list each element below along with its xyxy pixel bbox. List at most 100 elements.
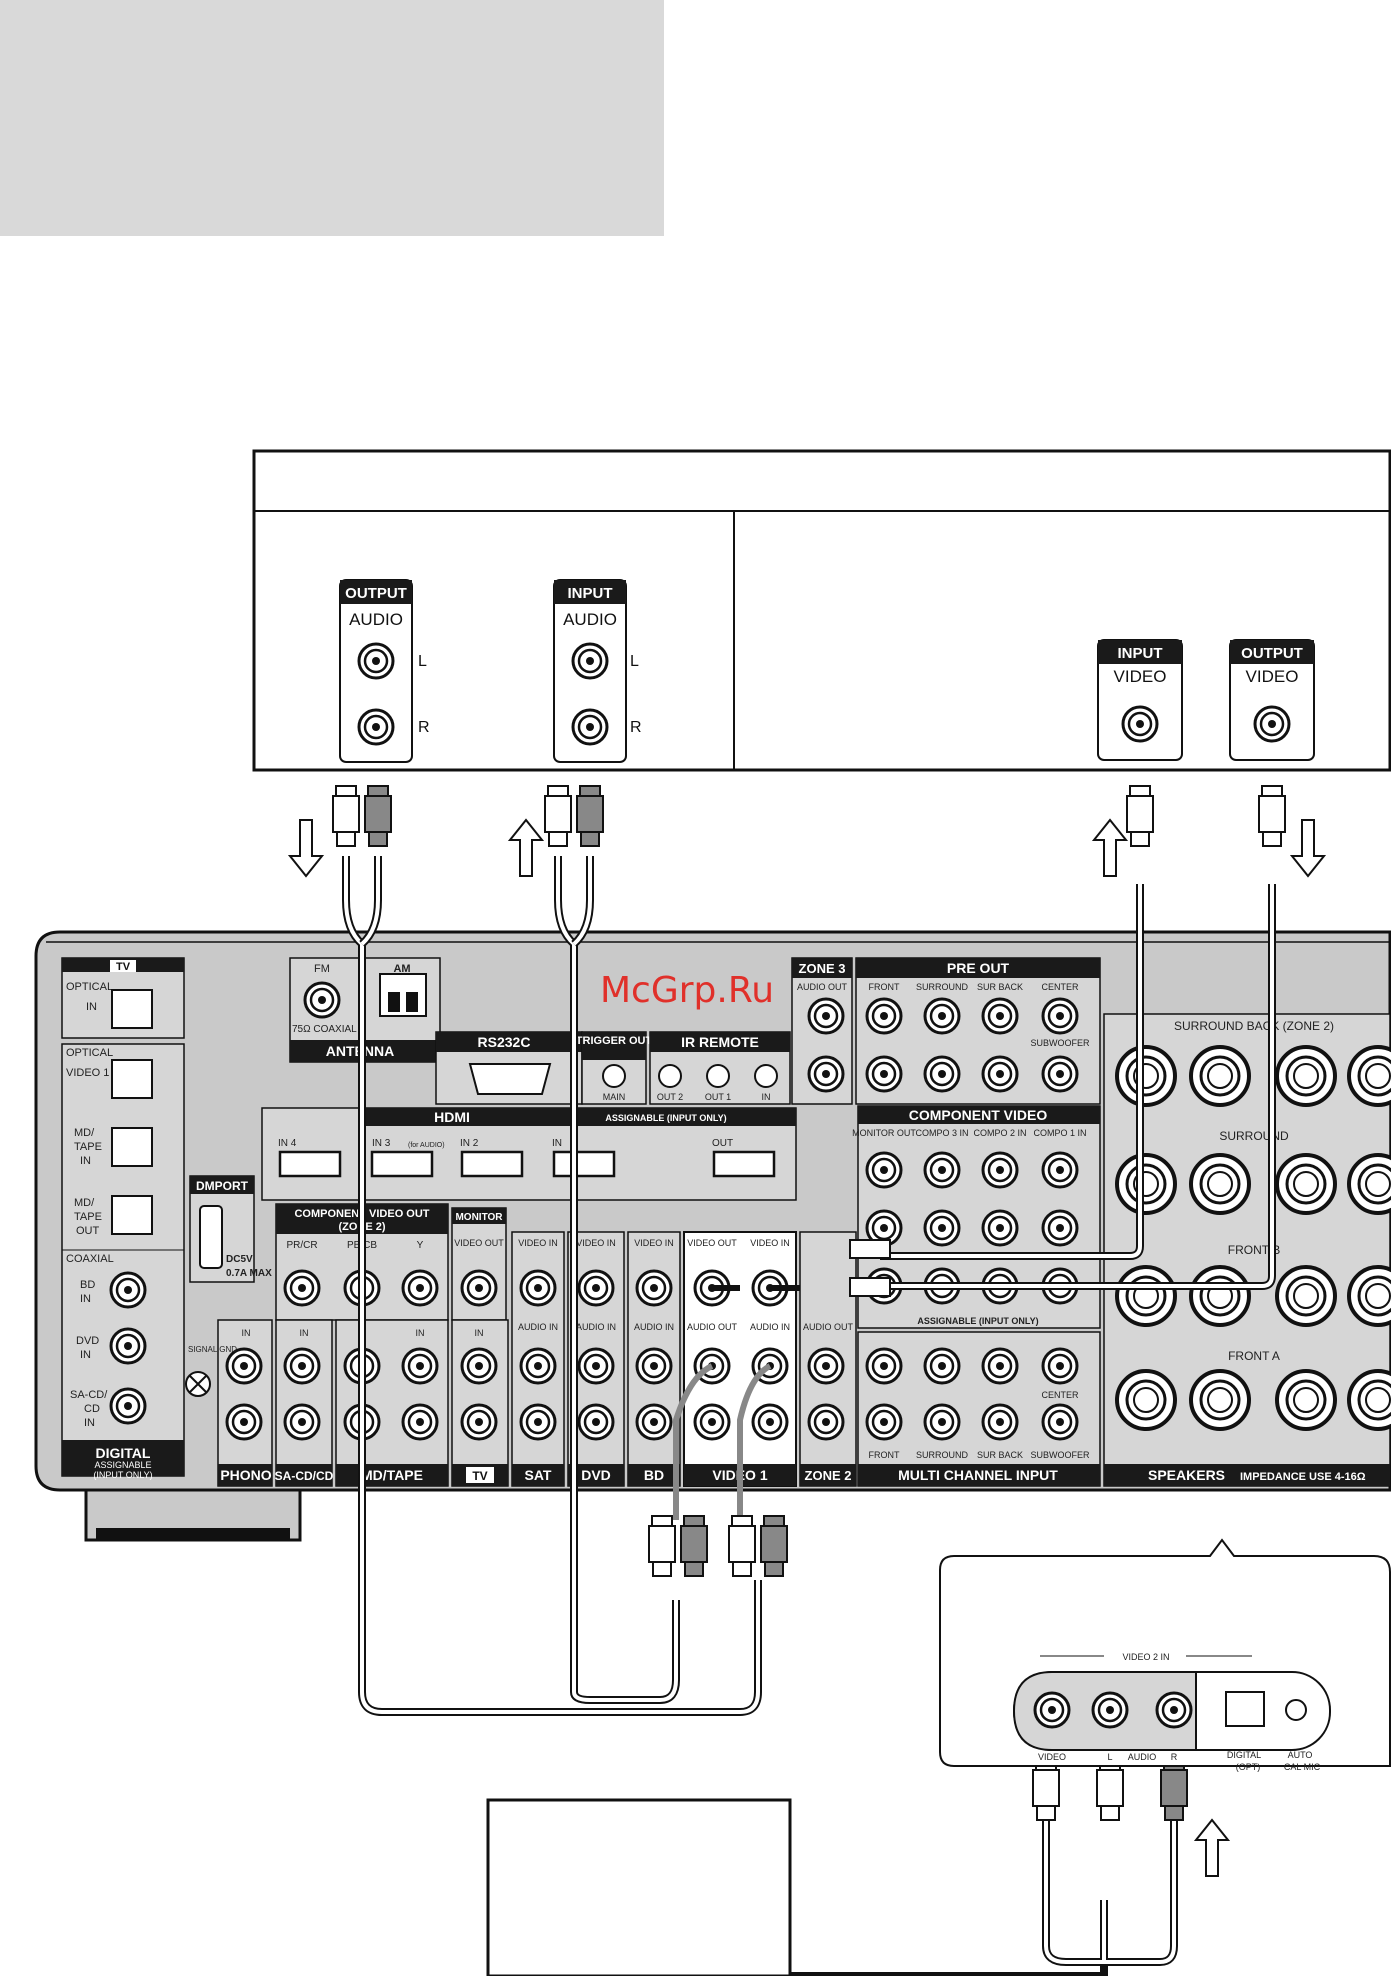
video-out-jack (1253, 705, 1291, 743)
svg-text:DC5V: DC5V (226, 1254, 253, 1265)
svg-text:PHONO: PHONO (220, 1467, 271, 1483)
svg-text:SURROUND: SURROUND (916, 982, 969, 992)
audio-in-l-jack (571, 642, 609, 680)
svg-text:MD/: MD/ (74, 1127, 95, 1139)
camcorder-box (486, 1798, 792, 1978)
svg-text:SPEAKERS: SPEAKERS (1148, 1467, 1225, 1483)
svg-text:VIDEO OUT: VIDEO OUT (687, 1238, 737, 1248)
svg-text:VIDEO: VIDEO (1038, 1752, 1066, 1762)
external-device-box (252, 449, 1391, 772)
svg-text:SURROUND: SURROUND (916, 1450, 969, 1460)
svg-text:DMPORT: DMPORT (196, 1179, 249, 1193)
svg-text:VIDEO IN: VIDEO IN (518, 1238, 558, 1248)
watermark: McGrp.Ru (600, 970, 774, 1011)
svg-text:ASSIGNABLE: ASSIGNABLE (94, 1460, 151, 1470)
svg-text:FM: FM (314, 963, 330, 975)
svg-text:AUDIO OUT: AUDIO OUT (797, 982, 848, 992)
svg-text:CAL MIC: CAL MIC (1284, 1762, 1321, 1772)
svg-text:MONITOR: MONITOR (455, 1212, 503, 1223)
svg-text:TRIGGER OUT: TRIGGER OUT (576, 1035, 653, 1047)
svg-text:SUBWOOFER: SUBWOOFER (1030, 1450, 1090, 1460)
audio-out-l-jack (357, 642, 395, 680)
svg-text:TV: TV (472, 1469, 487, 1483)
svg-text:OUTPUT: OUTPUT (1241, 645, 1303, 662)
svg-text:COMPO 1 IN: COMPO 1 IN (1033, 1128, 1086, 1138)
svg-text:AUDIO IN: AUDIO IN (576, 1322, 616, 1332)
svg-text:IN: IN (416, 1328, 425, 1338)
svg-text:OUT 2: OUT 2 (657, 1092, 683, 1102)
svg-text:RS232C: RS232C (478, 1034, 531, 1050)
svg-text:L: L (630, 653, 639, 670)
svg-text:ZONE 3: ZONE 3 (799, 961, 846, 976)
svg-text:SUR BACK: SUR BACK (977, 982, 1023, 992)
svg-text:SUBWOOFER: SUBWOOFER (1030, 1038, 1090, 1048)
front-panel-inset: VIDEO 2 IN VIDEO L AUDIO R DIGITAL (OPT)… (939, 1538, 1391, 1772)
svg-text:SA-CD/CD: SA-CD/CD (275, 1469, 334, 1483)
svg-text:FRONT: FRONT (869, 1450, 900, 1460)
svg-text:(for AUDIO): (for AUDIO) (408, 1142, 445, 1149)
svg-text:FRONT: FRONT (869, 982, 900, 992)
arrow-down-icon (287, 819, 325, 878)
svg-text:IN: IN (86, 1001, 97, 1013)
svg-text:VIDEO 2 IN: VIDEO 2 IN (1122, 1652, 1169, 1662)
svg-text:OPTICAL: OPTICAL (66, 1047, 113, 1059)
svg-text:AUDIO: AUDIO (1128, 1752, 1157, 1762)
svg-text:FRONT A: FRONT A (1228, 1349, 1280, 1363)
svg-text:CENTER: CENTER (1041, 982, 1079, 992)
svg-text:SA-CD/: SA-CD/ (70, 1389, 108, 1401)
svg-text:PR/CR: PR/CR (286, 1240, 317, 1251)
svg-text:ASSIGNABLE (INPUT ONLY): ASSIGNABLE (INPUT ONLY) (605, 1113, 726, 1123)
svg-text:OUT: OUT (76, 1225, 100, 1237)
svg-text:COMPO 2 IN: COMPO 2 IN (973, 1128, 1026, 1138)
svg-text:TAPE: TAPE (74, 1211, 102, 1223)
svg-text:AUDIO IN: AUDIO IN (634, 1322, 674, 1332)
svg-text:IN: IN (80, 1293, 91, 1305)
svg-text:INPUT: INPUT (1118, 645, 1163, 662)
svg-text:0.7A MAX: 0.7A MAX (226, 1268, 272, 1279)
svg-text:ZONE 2: ZONE 2 (805, 1468, 852, 1483)
header-gray-block (0, 0, 664, 236)
svg-text:BD: BD (80, 1279, 95, 1291)
svg-text:OUT 1: OUT 1 (705, 1092, 731, 1102)
svg-text:AUTO: AUTO (1288, 1750, 1313, 1760)
svg-text:TV: TV (116, 961, 131, 973)
svg-text:(OPT): (OPT) (1236, 1762, 1261, 1772)
svg-text:VIDEO IN: VIDEO IN (576, 1238, 616, 1248)
svg-text:SUR BACK: SUR BACK (977, 1450, 1023, 1460)
svg-text:PRE OUT: PRE OUT (947, 960, 1010, 976)
arrow-up-icon (1091, 818, 1129, 877)
svg-text:VIDEO: VIDEO (1114, 667, 1167, 686)
svg-text:MAIN: MAIN (603, 1092, 626, 1102)
arrow-up-icon (1193, 1818, 1231, 1877)
audio-input-sub: AUDIO (563, 610, 617, 629)
flow-arrows (287, 818, 1327, 1877)
svg-text:VIDEO IN: VIDEO IN (634, 1238, 674, 1248)
svg-text:CD: CD (84, 1403, 100, 1415)
svg-text:IR REMOTE: IR REMOTE (681, 1034, 759, 1050)
svg-text:IN: IN (84, 1417, 95, 1429)
svg-text:IMPEDANCE USE 4-16Ω: IMPEDANCE USE 4-16Ω (1240, 1471, 1366, 1483)
svg-text:IN: IN (552, 1138, 562, 1149)
svg-text:DVD: DVD (76, 1335, 99, 1347)
svg-text:COMPO 3 IN: COMPO 3 IN (915, 1128, 968, 1138)
svg-text:IN: IN (475, 1328, 484, 1338)
svg-text:COMPONENT VIDEO: COMPONENT VIDEO (909, 1107, 1048, 1123)
svg-text:(INPUT ONLY): (INPUT ONLY) (93, 1470, 152, 1480)
svg-text:IN: IN (80, 1155, 91, 1167)
svg-text:R: R (1171, 1752, 1178, 1762)
svg-text:IN: IN (300, 1328, 309, 1338)
svg-text:VIDEO 1 IN: VIDEO 1 IN (66, 1067, 124, 1079)
svg-text:MONITOR OUT: MONITOR OUT (852, 1128, 916, 1138)
svg-text:L: L (418, 653, 427, 670)
svg-text:SURROUND: SURROUND (1219, 1129, 1289, 1143)
svg-text:AUDIO IN: AUDIO IN (518, 1322, 558, 1332)
rca-plugs (332, 785, 1286, 1821)
cables (342, 856, 1276, 1980)
svg-text:DIGITAL: DIGITAL (96, 1445, 151, 1461)
svg-text:DIGITAL: DIGITAL (1227, 1750, 1261, 1760)
audio-output-block: OUTPUT AUDIO L R (339, 579, 430, 763)
audio-input-header: INPUT (568, 585, 613, 602)
svg-text:AM: AM (393, 963, 410, 975)
